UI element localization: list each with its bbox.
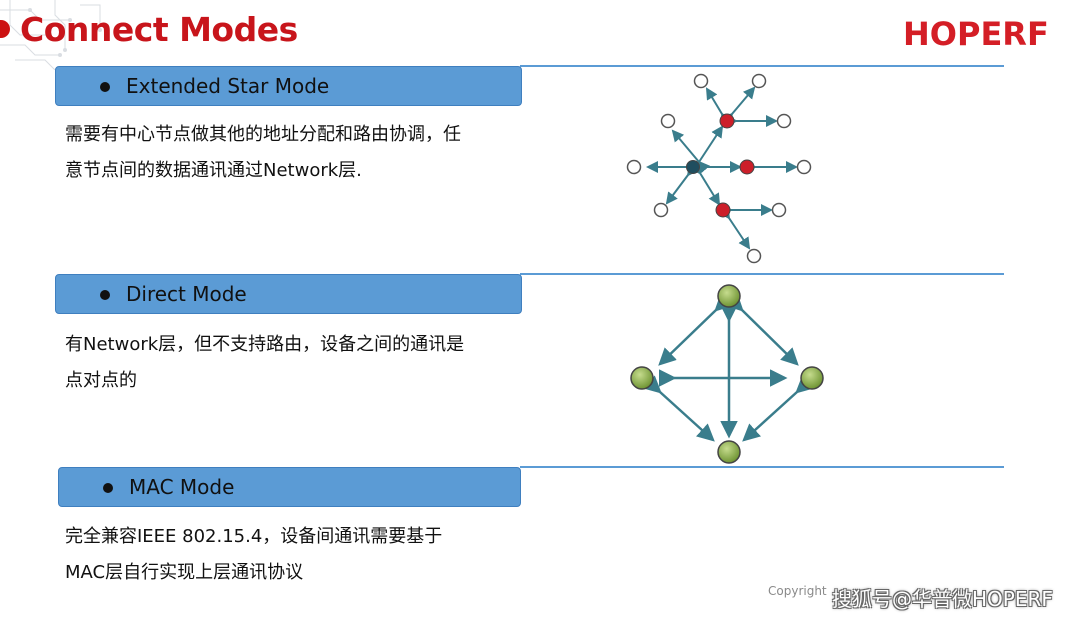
svg-text:HOPERF: HOPERF <box>903 16 1049 50</box>
mode-label: MAC Mode <box>129 475 235 499</box>
mode-bar-extended-star: Extended Star Mode <box>55 66 522 106</box>
description-line: 需要有中心节点做其他的地址分配和路由协调，任 <box>65 124 461 145</box>
mode-description: 需要有中心节点做其他的地址分配和路由协调，任 意节点间的数据通讯通过Networ… <box>65 117 525 189</box>
mode-label: Direct Mode <box>126 282 247 306</box>
section-divider <box>520 273 1004 275</box>
section-divider <box>520 466 1004 468</box>
page-title: Connect Modes <box>20 10 298 49</box>
section-divider <box>520 65 1004 67</box>
description-line: 完全兼容IEEE 802.15.4，设备间通讯需要基于 <box>65 526 443 547</box>
title-bullet <box>0 20 10 38</box>
description-line: 有Network层，但不支持路由，设备之间的通讯是 <box>65 334 465 355</box>
bullet-icon <box>103 483 113 493</box>
copyright-text: Copyright <box>768 584 827 598</box>
mode-bar-direct: Direct Mode <box>55 274 522 314</box>
description-line: MAC层自行实现上层通讯协议 <box>65 562 304 583</box>
direct-mode-diagram <box>630 284 824 464</box>
mode-description: 完全兼容IEEE 802.15.4，设备间通讯需要基于 MAC层自行实现上层通讯… <box>65 519 525 591</box>
bullet-icon <box>100 82 110 92</box>
bullet-icon <box>100 290 110 300</box>
hoperf-logo: HOPERF <box>903 16 1049 50</box>
description-line: 意节点间的数据通讯通过Network层. <box>65 160 362 181</box>
watermark-text: 搜狐号@华普微HOPERF <box>832 587 1053 611</box>
description-line: 点对点的 <box>65 370 137 391</box>
mode-label: Extended Star Mode <box>126 74 330 98</box>
mode-description: 有Network层，但不支持路由，设备之间的通讯是 点对点的 <box>65 327 525 399</box>
circuit-decoration <box>0 0 102 70</box>
extended-star-diagram <box>626 73 812 264</box>
mode-bar-mac: MAC Mode <box>58 467 521 507</box>
